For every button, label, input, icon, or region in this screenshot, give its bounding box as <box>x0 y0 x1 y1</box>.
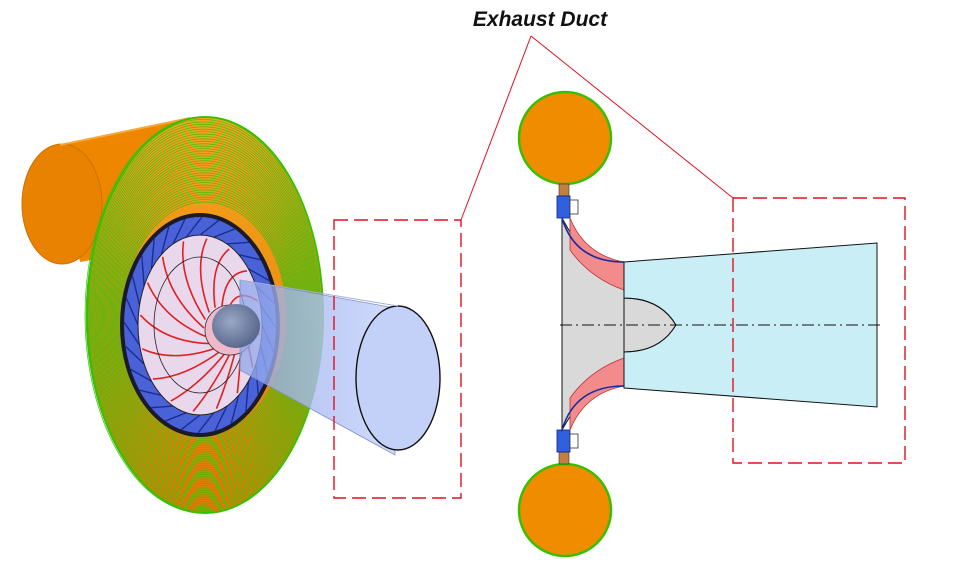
nozzle-vane <box>150 238 155 269</box>
turbine-3d-view <box>21 116 462 514</box>
nozzle-vane <box>197 412 215 434</box>
connector-top <box>558 183 570 197</box>
rotor-blade <box>213 248 230 308</box>
rotor-blade <box>170 347 230 402</box>
rotor-blade <box>141 347 216 357</box>
nozzle-vane <box>130 368 152 382</box>
nozzle-vane <box>165 412 187 422</box>
nozzle-vane <box>230 395 240 424</box>
nozzle-vane <box>214 405 228 432</box>
nozzle-vane <box>123 321 141 346</box>
nozzle-vane <box>172 218 186 245</box>
nozzle-vane <box>226 241 249 245</box>
rotor-blade <box>221 270 248 307</box>
nozzle-vane <box>199 219 220 236</box>
exhaust-duct-highlight-box-right <box>732 197 906 464</box>
nozzle-vane <box>248 268 270 282</box>
nozzle-vane <box>141 255 145 287</box>
rotor-blade <box>146 282 206 338</box>
exhaust-duct-highlight-box-left <box>333 219 462 499</box>
rotor-blade <box>161 256 205 329</box>
hub-nose <box>212 304 260 348</box>
exhaust-duct-3d <box>239 279 441 456</box>
nozzle-vane <box>238 253 261 261</box>
rotor-blade <box>152 349 223 380</box>
nozzle-vane <box>160 226 170 255</box>
nozzle-vane <box>213 228 235 238</box>
nozzle-vane <box>185 216 203 238</box>
nozzle-vane-bottom <box>556 429 579 453</box>
nozzle-vane <box>125 298 139 326</box>
rotor-assembly <box>120 213 280 437</box>
volute-section-top <box>517 90 613 186</box>
callout-lines <box>460 35 734 221</box>
rotor-blade <box>182 241 207 321</box>
connector-bottom <box>558 451 570 465</box>
nozzle-vane <box>180 414 201 431</box>
exhaust-duct-section <box>623 242 878 408</box>
turbine-section-view <box>517 90 906 558</box>
rotor-blades <box>139 238 261 412</box>
nozzle-vane <box>131 275 141 306</box>
diagram-title: Exhaust Duct <box>472 8 608 31</box>
nozzle-vane-top <box>556 195 579 219</box>
shroud-line-bottom <box>561 385 625 431</box>
nozzle-vane <box>125 345 145 365</box>
shroud-line-top <box>561 217 625 263</box>
volute-section-bottom <box>517 462 613 558</box>
rotor-blade <box>139 314 210 345</box>
nozzle-vane <box>245 381 250 412</box>
nozzle-vane <box>139 389 162 397</box>
nozzle-vane <box>151 405 174 409</box>
rotor-blade <box>199 238 211 313</box>
